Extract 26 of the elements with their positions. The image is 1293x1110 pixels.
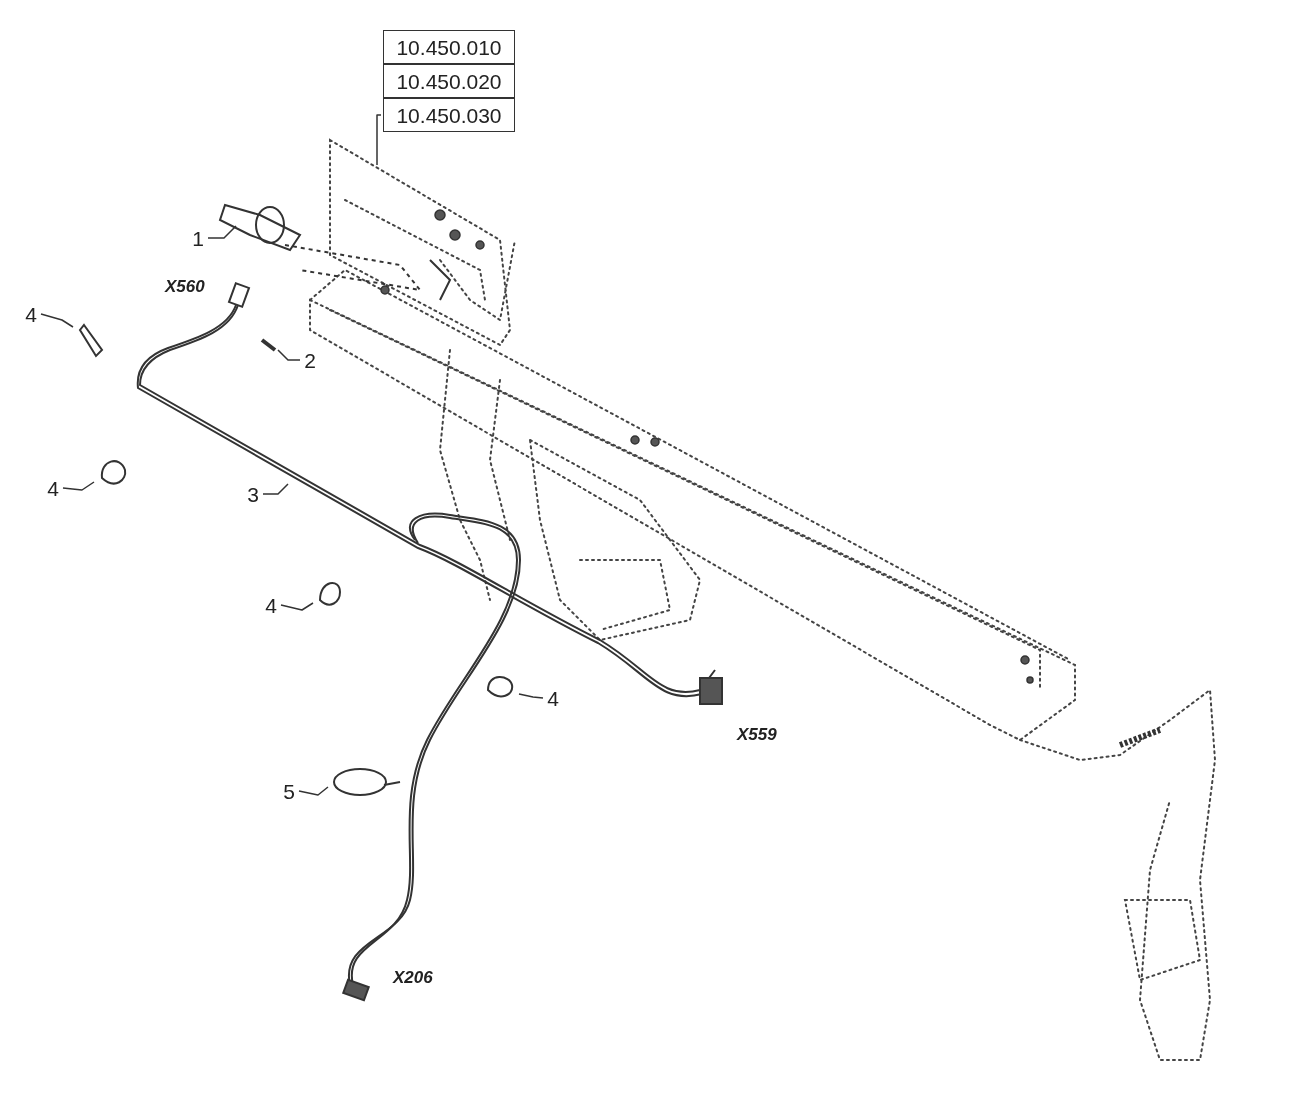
reference-box: [383, 98, 515, 132]
callout-number: 4: [265, 594, 277, 616]
leader-line: [298, 786, 329, 796]
callout-number: 2: [304, 349, 316, 371]
leader-line: [376, 114, 382, 166]
connector-label: X206: [393, 968, 433, 988]
leader-line: [62, 481, 95, 491]
reference-number: 10.450.030: [396, 104, 502, 126]
callout-number: 1: [192, 227, 204, 249]
reference-number: 10.450.020: [396, 70, 502, 92]
reference-number: 10.450.010: [396, 36, 502, 58]
leader-line: [40, 313, 74, 328]
reference-box: [383, 64, 515, 98]
callout-number: 4: [547, 687, 559, 709]
connector-label: X559: [737, 725, 777, 745]
leader-line: [280, 602, 314, 611]
connector-label: X560: [165, 277, 205, 297]
leader-line: [518, 693, 544, 699]
callout-number: 4: [47, 477, 59, 499]
leader-line: [262, 483, 289, 495]
reference-box: [383, 30, 515, 64]
callout-number: 3: [247, 483, 259, 505]
callout-number: 5: [283, 780, 295, 802]
leader-line: [277, 349, 301, 361]
callout-number: 4: [25, 303, 37, 325]
leader-line: [207, 225, 237, 239]
